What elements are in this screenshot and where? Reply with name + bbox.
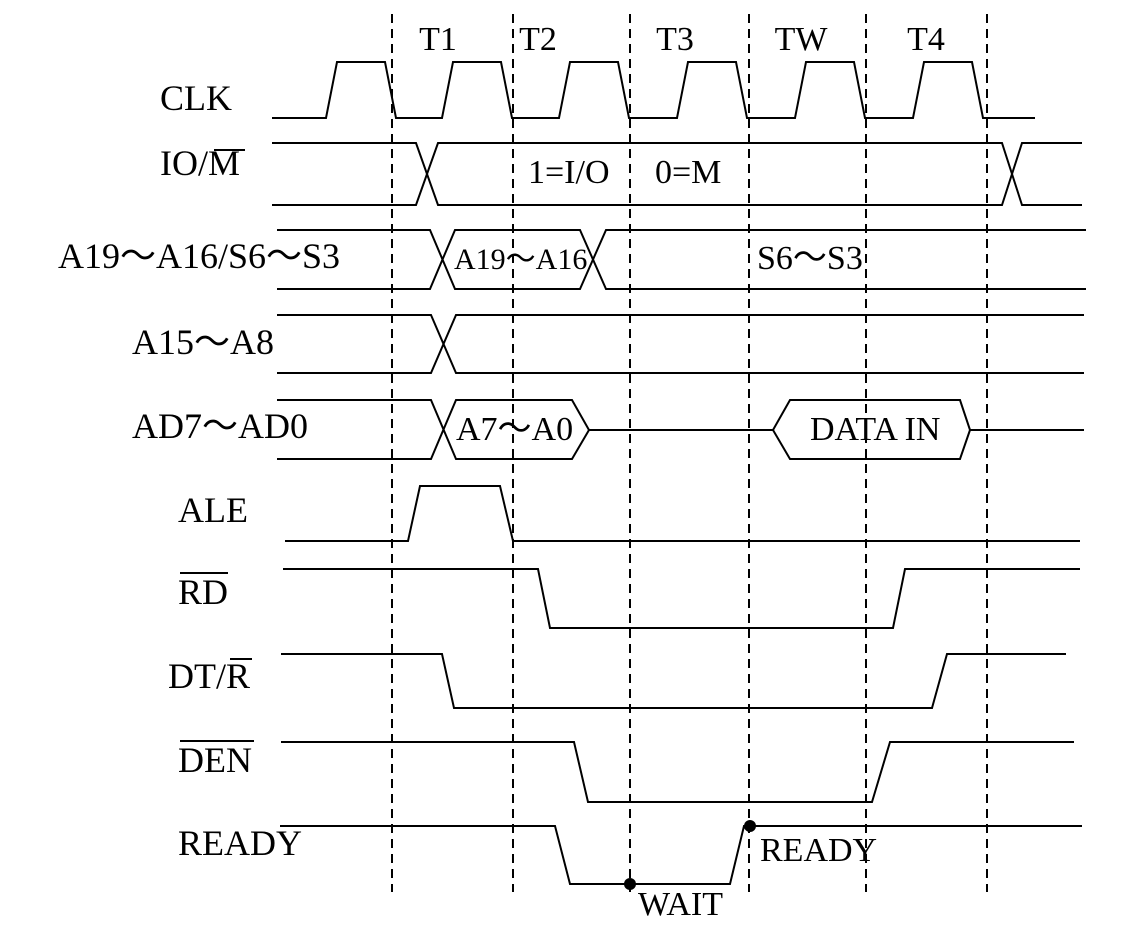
den-waveform [281,741,1074,803]
signal-label-ale: ALE [178,490,248,530]
m-state-label: 0=M [655,154,721,191]
data-in-label: DATA IN [810,411,940,448]
address-high-label: A19～A16 [454,243,587,276]
signal-label-a19-a16: A19～A16/S6～S3 [58,236,340,276]
phase-label-t1: T1 [419,21,457,58]
ready-waveform [280,825,1082,885]
io-state-label: 1=I/O [528,154,610,191]
wait-label: WAIT [638,886,723,923]
signal-label-ad7-ad0: AD7～AD0 [132,406,308,446]
signal-label-clk: CLK [160,78,232,118]
signal-label-ready: READY [178,823,302,863]
ready-sample-point [744,820,756,832]
address-low-label: A7～A0 [456,411,573,448]
clk-waveform [272,61,1035,119]
phase-dividers [391,14,988,892]
phase-labels: T1 T2 T3 TW T4 [419,21,945,58]
dt-r-waveform [281,653,1066,709]
a15-a8-waveform [277,314,1084,374]
a19-a16-waveform [277,229,1086,290]
ready-again-label: READY [760,832,877,869]
signal-labels: CLK IO/M A19～A16/S6～S3 A15～A8 AD7～AD0 AL… [58,78,340,863]
signal-label-dt-r-bar: R [226,656,250,696]
signal-label-io-m-prefix: IO/ [160,143,208,183]
phase-label-t3: T3 [656,21,694,58]
signal-label-a15-a8: A15～A8 [132,322,274,362]
wait-sample-point [624,878,636,890]
signal-label-rd: RD [178,572,228,612]
phase-label-tw: TW [775,21,829,58]
signal-label-den: DEN [178,740,252,780]
signal-label-dt-r-prefix: DT/ [168,656,226,696]
io-m-waveform [272,142,1082,206]
signal-label-dt-r: DT/R [168,656,250,696]
phase-label-t2: T2 [519,21,557,58]
phase-label-t4: T4 [907,21,945,58]
rd-waveform [283,568,1080,629]
ad7-ad0-waveform [277,399,1084,460]
status-bits-label: S6～S3 [757,240,863,277]
ale-waveform [285,485,1080,542]
